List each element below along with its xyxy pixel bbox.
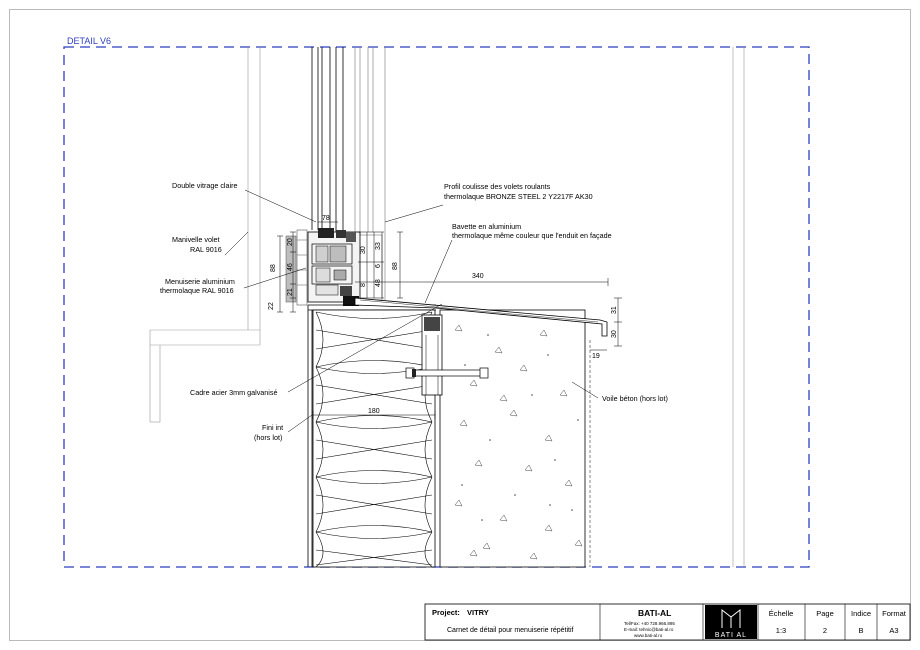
note-double-vitrage: Double vitrage claire: [172, 181, 238, 190]
detail-frame: [63, 46, 810, 568]
note-fini-line2: (hors lot): [254, 433, 282, 442]
note-profil-line1: Profil coulisse des volets roulants: [444, 182, 551, 191]
note-cadre: Cadre acier 3mm galvanisé: [190, 388, 278, 397]
company-tel: Tel/Fax: +40 728.966.895: [624, 621, 675, 626]
glazing-lines: [311, 47, 344, 232]
dim-21: 21: [287, 288, 294, 296]
dim-20: 20: [287, 238, 294, 246]
val-page: 2: [823, 626, 827, 635]
seal-black: [343, 296, 359, 306]
dim-78: 78: [322, 215, 330, 222]
dim-8: 8: [360, 283, 367, 287]
anchor-bracket: [405, 314, 489, 396]
dim-33: 33: [375, 242, 382, 250]
val-echelle: 1:3: [776, 626, 786, 635]
dim-31: 31: [611, 306, 618, 314]
logo-text: BATI AL: [715, 632, 747, 639]
project-label: Project:: [432, 608, 460, 617]
dim-6: 6: [375, 264, 382, 268]
background-lines: [149, 47, 745, 567]
val-indice: B: [858, 626, 863, 635]
dim-48: 48: [375, 279, 382, 287]
dim-88-left: 88: [270, 264, 277, 272]
dim-46: 46: [287, 263, 294, 271]
note-manivelle-line1: Manivelle volet: [172, 235, 220, 244]
bavette-sill: [354, 297, 608, 337]
note-profil-line2: thermolaque BRONZE STEEL 2 Y2217F AK30: [444, 192, 593, 201]
dim-22: 22: [268, 302, 275, 310]
leader-lines: [224, 189, 599, 433]
dim-19: 19: [592, 353, 600, 360]
window-frame-profile: [285, 228, 383, 306]
insulation-wool: [312, 309, 436, 568]
detail-label: DETAIL V6: [67, 36, 111, 46]
company-email: E-mail: tehnic@bati-al.ro: [624, 627, 674, 632]
project-subtitle: Carnet de détail pour menuiserie répétit…: [447, 627, 574, 634]
col-echelle: Échelle: [769, 609, 794, 618]
note-manivelle-line2: RAL 9016: [190, 245, 222, 254]
sheet-border: [9, 9, 911, 641]
col-indice: Indice: [851, 609, 871, 618]
logo-icon: [721, 608, 741, 628]
concrete-wall: [439, 309, 591, 568]
dim-340: 340: [472, 273, 484, 280]
dim-88-right: 88: [392, 262, 399, 270]
note-bavette-line1: Bavette en aluminium: [452, 222, 521, 231]
col-page: Page: [816, 609, 834, 618]
company-web: www.bati-al.ro: [634, 633, 663, 638]
dim-180: 180: [368, 408, 380, 415]
val-format: A3: [889, 626, 898, 635]
note-bavette-line2: thermolaque même couleur que l'enduit en…: [452, 231, 612, 240]
note-menuiserie-line1: Menuiserie aluminium: [165, 277, 235, 286]
shutter-guide-lines: [354, 47, 386, 300]
col-format: Format: [882, 609, 907, 618]
project-name: VITRY: [467, 608, 489, 617]
note-menuiserie-line2: thermolaque RAL 9016: [160, 286, 234, 295]
dim-30: 30: [611, 330, 618, 338]
company-name: BATI-AL: [638, 608, 671, 618]
dim-30-top: 30: [360, 246, 367, 254]
note-voile: Voile béton (hors lot): [602, 394, 668, 403]
note-fini-line1: Fini int: [262, 423, 283, 432]
handle-shape: [285, 235, 297, 303]
title-block: Project: VITRY Carnet de détail pour men…: [424, 603, 911, 641]
